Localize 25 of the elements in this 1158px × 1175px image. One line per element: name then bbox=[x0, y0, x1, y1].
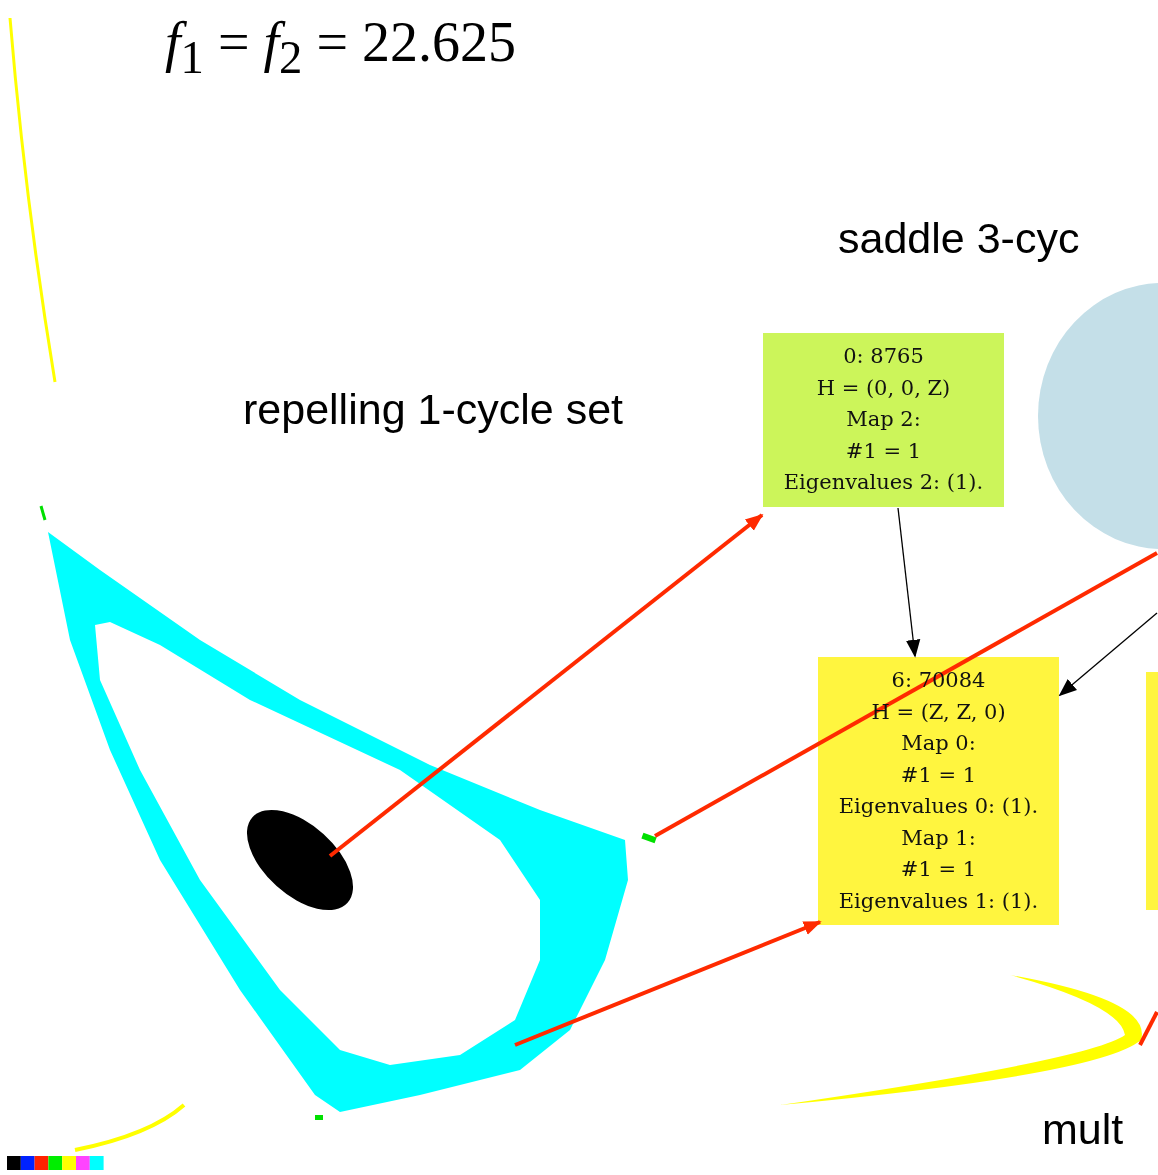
box-text: #1 = 1 bbox=[900, 761, 977, 789]
box-text: #1 = 1 bbox=[845, 437, 922, 465]
box-text: Map 0: bbox=[901, 730, 976, 757]
annotation-label: mult bbox=[1042, 1105, 1124, 1154]
arrow bbox=[897, 507, 921, 658]
leader-line bbox=[654, 551, 1158, 838]
leader-line bbox=[1138, 1011, 1158, 1046]
box-text: Map 1: bbox=[901, 824, 976, 852]
box-text: 0: 8765 bbox=[843, 343, 924, 371]
box-text: Eigenvalues 0: (1). bbox=[838, 793, 1039, 820]
arrow bbox=[328, 513, 764, 858]
point-mark bbox=[640, 832, 658, 844]
cycle-box bbox=[818, 657, 1059, 925]
box-text: Eigenvalues 2: (1). bbox=[783, 469, 984, 497]
cycle-box bbox=[763, 333, 1004, 507]
box-text: H = (0, 0, Z) bbox=[816, 374, 951, 402]
cycle-box bbox=[1146, 672, 1158, 910]
equation-title: f$_{1}$ = f$_{2}$ = 22.625 bbox=[165, 10, 516, 85]
box-text: #1 = 1 bbox=[900, 856, 977, 883]
arrow bbox=[1058, 612, 1158, 697]
annotation-label: saddle 3-cyc bbox=[838, 214, 1080, 263]
box-text: Eigenvalues 1: (1). bbox=[838, 887, 1039, 915]
arrow bbox=[514, 920, 822, 1047]
box-text: Map 2: bbox=[846, 406, 921, 434]
annotation-label: repelling 1-cycle set bbox=[243, 385, 623, 434]
